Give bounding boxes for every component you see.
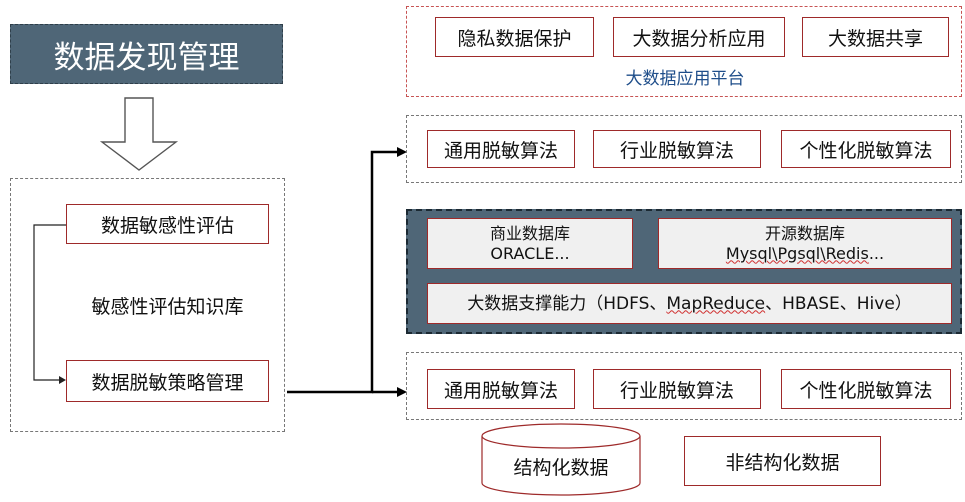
bigdata-support-box: 大数据支撑能力（HDFS、MapReduce、HBASE、Hive） bbox=[427, 283, 952, 324]
down-arrow-icon bbox=[99, 97, 179, 171]
arrowhead-bottom bbox=[397, 387, 407, 397]
open-db-names: Mysql\Pgsql\Redis bbox=[725, 243, 869, 263]
bigdata-support-suffix: 、HBASE、Hive） bbox=[765, 293, 912, 314]
main-connector bbox=[287, 150, 399, 394]
arrowhead-top bbox=[397, 147, 407, 157]
bigdata-support-prefix: 大数据支撑能力（HDFS、 bbox=[467, 293, 667, 314]
general-algorithm-top-box: 通用脱敏算法 bbox=[427, 130, 575, 168]
structured-data-label: 结构化数据 bbox=[513, 457, 609, 479]
custom-algorithm-top-box: 个性化脱敏算法 bbox=[781, 130, 951, 168]
left-panel bbox=[10, 178, 285, 432]
commercial-db-line1: 商业数据库 bbox=[489, 223, 570, 243]
bigdata-sharing-box: 大数据共享 bbox=[802, 17, 949, 57]
platform-label: 大数据应用平台 bbox=[625, 69, 745, 89]
industry-algorithm-top-box: 行业脱敏算法 bbox=[593, 130, 761, 168]
open-db-ellipsis: ... bbox=[868, 243, 885, 263]
knowledge-base-box: 敏感性评估知识库 bbox=[66, 285, 269, 325]
algorithms-top-panel bbox=[406, 115, 962, 183]
commercial-db-line2: ORACLE... bbox=[490, 243, 570, 263]
open-db-line2: Mysql\Pgsql\Redis... bbox=[726, 244, 884, 264]
bigdata-analytics-box: 大数据分析应用 bbox=[613, 17, 785, 57]
unstructured-data-box: 非结构化数据 bbox=[684, 436, 881, 486]
commercial-db-box: 商业数据库 ORACLE... bbox=[427, 218, 633, 269]
database-cylinder-icon bbox=[481, 423, 641, 496]
bigdata-support-mapreduce: MapReduce bbox=[666, 293, 766, 314]
privacy-protection-box: 隐私数据保护 bbox=[435, 17, 594, 57]
algorithms-bottom-panel bbox=[406, 352, 962, 420]
desensitization-policy-box: 数据脱敏策略管理 bbox=[66, 360, 269, 402]
general-algorithm-bottom-box: 通用脱敏算法 bbox=[427, 369, 575, 409]
open-db-line1: 开源数据库 bbox=[764, 223, 845, 243]
bracket-arrowhead bbox=[59, 376, 66, 384]
custom-algorithm-bottom-box: 个性化脱敏算法 bbox=[781, 369, 951, 409]
open-source-db-box: 开源数据库 Mysql\Pgsql\Redis... bbox=[658, 218, 952, 269]
industry-algorithm-bottom-box: 行业脱敏算法 bbox=[593, 369, 761, 409]
platform-panel bbox=[406, 6, 962, 97]
bracket-connector bbox=[33, 224, 66, 381]
page-title: 数据发现管理 bbox=[10, 24, 283, 84]
sensitivity-assessment-box: 数据敏感性评估 bbox=[66, 204, 269, 244]
